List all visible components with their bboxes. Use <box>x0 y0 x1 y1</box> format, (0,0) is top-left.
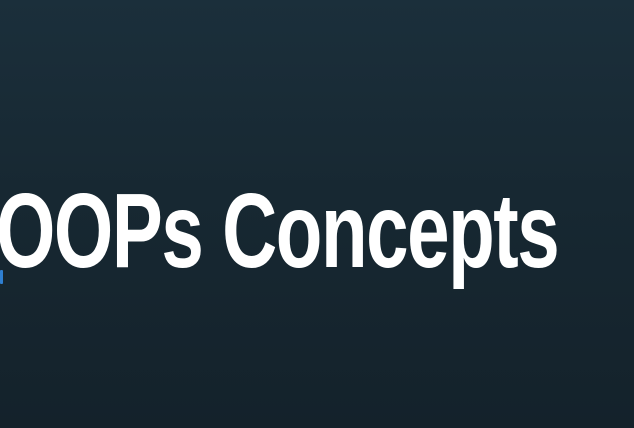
slide-title: OOPs Concepts <box>0 172 560 290</box>
accent-mark <box>0 270 3 284</box>
